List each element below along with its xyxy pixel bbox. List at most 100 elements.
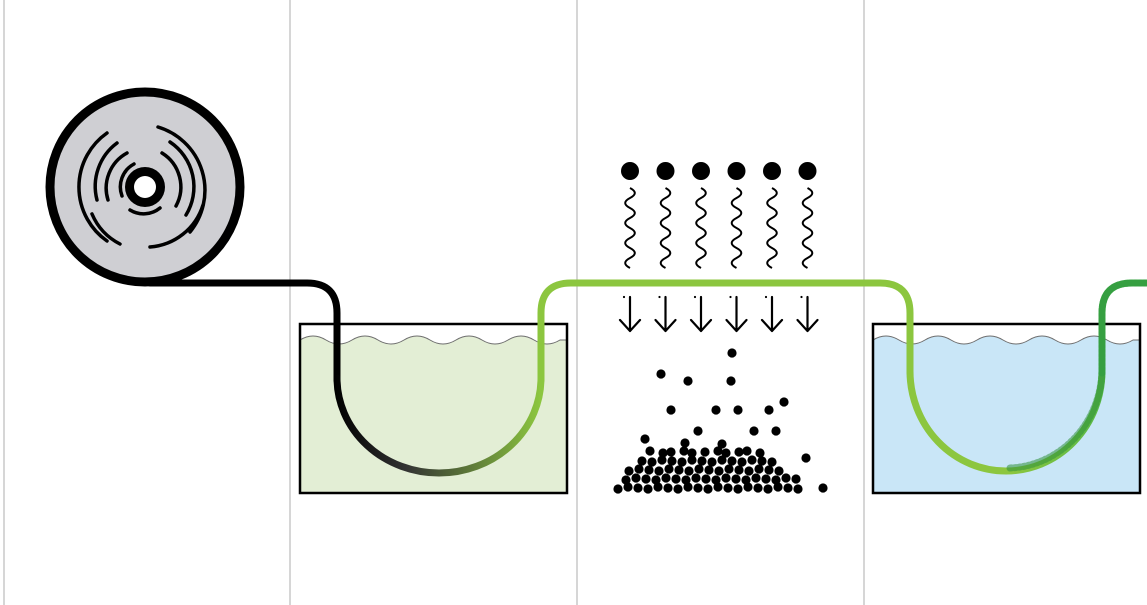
particle-emitter-icon <box>760 162 784 333</box>
particle <box>707 457 717 467</box>
particle <box>623 482 633 492</box>
particle <box>656 369 666 379</box>
particle <box>633 483 643 493</box>
particle <box>755 448 765 458</box>
down-arrow-icon <box>796 295 819 333</box>
emitter-dot <box>621 162 639 180</box>
particle <box>693 483 703 493</box>
bath-1-surface-wave <box>299 335 567 345</box>
particle <box>764 465 774 475</box>
particle <box>744 466 754 476</box>
particle <box>703 484 713 494</box>
fiber <box>146 279 1147 477</box>
wavy-line-icon <box>659 187 672 269</box>
particle <box>683 482 693 492</box>
wavy-line-icon <box>624 187 636 269</box>
particle <box>751 473 761 483</box>
down-arrow-icon <box>760 295 784 333</box>
bath-2 <box>871 322 1142 495</box>
particle <box>713 446 723 456</box>
particle <box>624 466 634 476</box>
particle <box>634 464 644 474</box>
particle <box>671 474 681 484</box>
particle <box>747 455 757 465</box>
particle <box>680 438 690 448</box>
particle <box>643 484 653 494</box>
particle-emitter-icon <box>654 162 677 333</box>
bath-1-container <box>298 322 569 495</box>
particle <box>658 448 668 458</box>
emitter-dot <box>656 162 675 180</box>
particle <box>631 473 641 483</box>
particle <box>683 376 693 386</box>
particle <box>663 483 673 493</box>
particle <box>674 465 684 475</box>
particle-emitter-icon <box>796 162 819 333</box>
particle <box>666 447 676 457</box>
particle <box>726 376 736 386</box>
particle <box>733 484 743 494</box>
particle <box>691 473 701 483</box>
particle <box>733 405 743 415</box>
particle <box>753 483 763 493</box>
fiber-final-texture <box>1006 279 1147 472</box>
particle <box>654 466 664 476</box>
particle <box>764 405 774 415</box>
particle <box>661 473 671 483</box>
particle <box>644 465 654 475</box>
particle <box>687 448 697 458</box>
particle <box>697 456 707 466</box>
bath-2-liquid <box>873 336 1140 493</box>
particle <box>714 466 724 476</box>
emitter-dot <box>727 162 746 180</box>
particle <box>818 483 828 493</box>
particle <box>741 475 751 485</box>
fiber-spool-icon <box>45 87 245 287</box>
particle <box>793 484 803 494</box>
particle <box>779 397 789 407</box>
emitter-dot <box>692 162 710 180</box>
particle <box>727 348 737 358</box>
wavy-line-icon <box>766 187 778 269</box>
wavy-line-icon <box>695 187 707 269</box>
particle <box>666 405 676 415</box>
bath-2-surface-wave <box>872 335 1140 345</box>
particle <box>791 474 801 484</box>
particle <box>694 464 704 474</box>
particle <box>723 483 733 493</box>
particle <box>640 434 650 444</box>
wavy-line-icon <box>730 187 743 269</box>
particle <box>721 473 731 483</box>
down-arrow-icon <box>654 295 677 333</box>
particle <box>645 446 655 456</box>
particle <box>761 474 771 484</box>
particle <box>724 464 734 474</box>
particle <box>771 475 781 485</box>
emitter-dot <box>798 162 817 180</box>
particle <box>653 482 663 492</box>
particle <box>667 456 677 466</box>
particle <box>717 455 727 465</box>
particle <box>734 465 744 475</box>
particle <box>673 484 683 494</box>
particle <box>749 426 759 436</box>
particle <box>757 456 767 466</box>
particle <box>783 483 793 493</box>
particle <box>742 446 752 456</box>
particle <box>677 457 687 467</box>
particle <box>681 475 691 485</box>
fiber-raw-segment <box>146 279 341 384</box>
particle <box>774 466 784 476</box>
particle <box>754 464 764 474</box>
particle <box>704 465 714 475</box>
bath-2-container <box>871 322 1142 495</box>
particle <box>701 474 711 484</box>
particle <box>637 456 647 466</box>
particle <box>651 475 661 485</box>
particle <box>664 464 674 474</box>
particle-emitters <box>618 162 819 333</box>
particle <box>711 405 721 415</box>
particle <box>641 474 651 484</box>
particle <box>767 457 777 467</box>
particle <box>801 453 811 463</box>
